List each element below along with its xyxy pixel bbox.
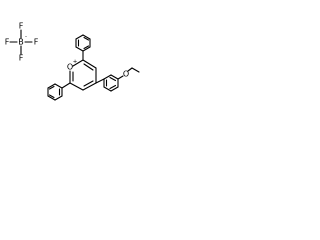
ethoxyphenyl-ring: O: [95, 67, 140, 92]
phenyl-ring-top: [75, 34, 91, 61]
boron-label: B: [18, 38, 24, 47]
bond-c4-c5: [82, 82, 97, 91]
phenyl-left-double: [48, 85, 55, 90]
structure-canvas: F F B - F F O +: [0, 0, 152, 152]
aryl-bond: [110, 86, 119, 92]
pyrylium-oxygen-label: O: [67, 63, 73, 72]
bond-oxygen-ch2: [127, 67, 133, 72]
phenyl-left-double: [48, 94, 55, 99]
phenyl-left-bond: [54, 95, 63, 101]
tetrafluoroborate-group: F F B - F F: [5, 22, 39, 63]
bond-o1-c2: [72, 59, 84, 67]
boron-charge-label: -: [25, 34, 27, 40]
phenyl-top-bond: [82, 46, 91, 52]
chemical-structure: F F B - F F O +: [5, 22, 140, 101]
aryl-double: [109, 76, 117, 82]
phenyl-top-bond: [75, 34, 84, 40]
bond-c4-aryl: [95, 78, 105, 84]
ethoxy-oxygen-label: O: [123, 70, 129, 79]
bond-c6-phenyl-left: [61, 82, 71, 89]
pyrylium-oxygen-charge: +: [73, 59, 78, 65]
aryl-bond: [110, 74, 119, 80]
phenyl-top-bond: [82, 34, 91, 40]
bond-c4-c5-inner: [83, 80, 94, 87]
aryl-double: [109, 84, 117, 90]
bond-ch2-ch3: [131, 67, 140, 73]
fluorine-top-label: F: [19, 22, 24, 31]
pyrylium-ring: O +: [67, 59, 97, 91]
phenyl-ring-left: [47, 82, 71, 101]
phenyl-top-double: [83, 36, 90, 41]
fluorine-left-label: F: [5, 38, 10, 47]
aryl-bond: [103, 74, 112, 80]
phenyl-left-bond: [47, 95, 56, 101]
bond-c5-c6: [69, 82, 84, 91]
fluorine-right-label: F: [34, 38, 39, 47]
phenyl-top-bond: [75, 46, 84, 52]
bond-c2-c3-inner: [83, 63, 94, 71]
aryl-bond: [103, 86, 112, 92]
fluorine-bottom-label: F: [19, 54, 24, 63]
phenyl-left-bond: [47, 83, 56, 89]
phenyl-top-double: [83, 45, 90, 50]
bond-c2-c3: [82, 59, 97, 69]
phenyl-left-bond: [54, 83, 63, 89]
bond-aryl-oxygen: [117, 75, 124, 80]
